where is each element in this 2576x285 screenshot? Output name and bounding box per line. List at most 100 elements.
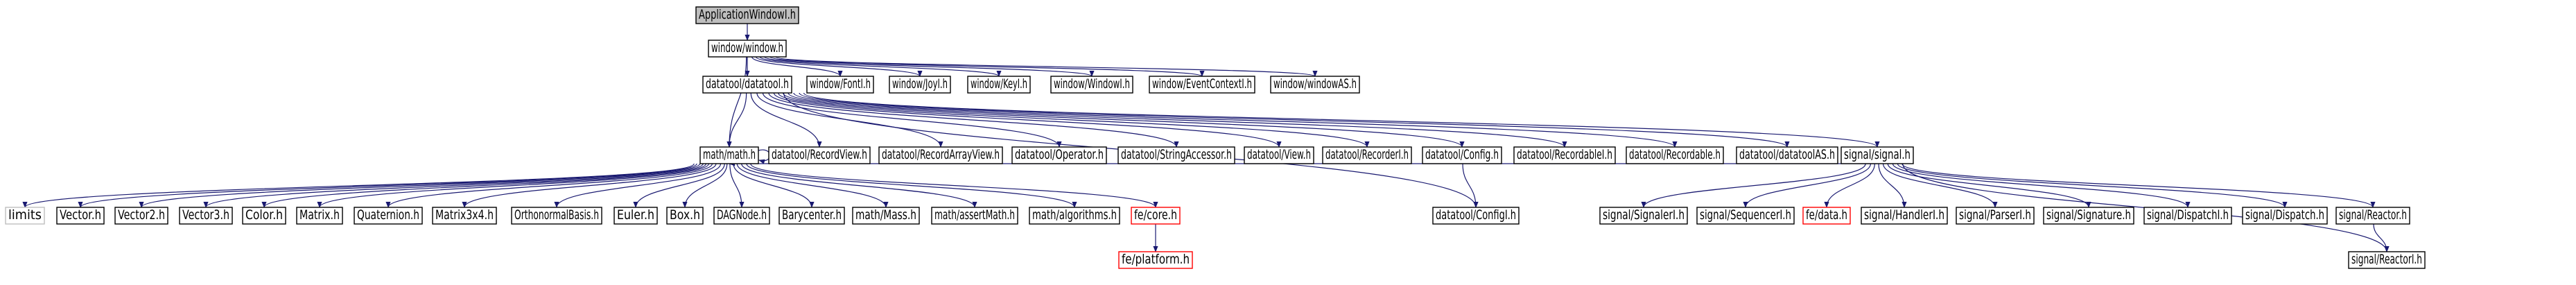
node-windowAS[interactable]: window/windowAS.h: [1270, 76, 1360, 94]
edge-math-to-matrix: [317, 163, 710, 208]
node-label-evctx: window/EventContextI.h: [1152, 76, 1252, 92]
node-matrix[interactable]: Matrix.h: [296, 207, 343, 225]
node-box-math: [699, 146, 759, 164]
node-recorderI[interactable]: datatool/RecorderI.h: [1322, 146, 1412, 164]
node-label-matrix: Matrix.h: [299, 207, 340, 223]
edge-datatool-to-view: [773, 92, 1282, 148]
edge-datatool-to-signal: [803, 92, 1880, 148]
node-box-recordable: [1626, 146, 1724, 164]
edge-math-to-quat: [385, 163, 713, 208]
node-label-signal: signal/signal.h: [1844, 147, 1911, 162]
edge-math-to-math: [758, 149, 771, 164]
node-label-vector2: Vector2.h: [118, 207, 165, 223]
node-label-view: datatool/View.h: [1247, 147, 1311, 162]
node-vector3[interactable]: Vector3.h: [179, 207, 233, 225]
node-dag[interactable]: DAGNode.h: [713, 207, 770, 225]
node-reactor[interactable]: signal/Reactor.h: [2335, 207, 2410, 225]
edge-window-to-joyI: [755, 56, 923, 77]
node-mass[interactable]: math/Mass.h: [852, 207, 920, 225]
node-dispatch[interactable]: signal/Dispatch.h: [2242, 207, 2328, 225]
node-operator[interactable]: datatool/Operator.h: [1011, 146, 1107, 164]
node-math[interactable]: math/math.h: [699, 146, 759, 164]
node-box-stracc: [1117, 146, 1235, 164]
node-stracc[interactable]: datatool/StringAccessor.h: [1117, 146, 1235, 164]
node-matrix3x4[interactable]: Matrix3x4.h: [432, 207, 497, 225]
node-box-assertmath: [931, 207, 1018, 225]
node-box[interactable]: Box.h: [666, 207, 704, 225]
node-recordable[interactable]: datatool/Recordable.h: [1626, 146, 1724, 164]
node-keyI[interactable]: window/KeyI.h: [967, 76, 1031, 94]
node-color[interactable]: Color.h: [242, 207, 286, 225]
node-dispatchI[interactable]: signal/DispatchI.h: [2143, 207, 2232, 225]
edges-layer: [22, 23, 2390, 252]
node-recordableI[interactable]: datatool/RecordableI.h: [1513, 146, 1616, 164]
node-label-matrix3x4: Matrix3x4.h: [435, 207, 494, 223]
node-handlerI[interactable]: signal/HandlerI.h: [1861, 207, 1948, 225]
node-reactorI[interactable]: signal/ReactorI.h: [2348, 251, 2426, 269]
node-label-vector3: Vector3.h: [182, 207, 229, 223]
node-configI[interactable]: datatool/ConfigI.h: [1432, 207, 1520, 225]
node-datatool[interactable]: datatool/datatool.h: [702, 76, 792, 94]
edge-signal-to-dispatch: [1897, 163, 2288, 208]
node-fontI[interactable]: window/FontI.h: [806, 76, 874, 94]
edge-datatool-to-recordableI: [787, 92, 1567, 148]
node-bary[interactable]: Barycenter.h: [778, 207, 845, 225]
node-signal[interactable]: signal/signal.h: [1840, 146, 1914, 164]
node-sequencerI[interactable]: signal/SequencerI.h: [1696, 207, 1795, 225]
node-box-algos: [1029, 207, 1120, 225]
node-config[interactable]: datatool/Config.h: [1422, 146, 1502, 164]
node-datatoolAS[interactable]: datatool/datatoolAS.h: [1736, 146, 1838, 164]
node-label-handlerI: signal/HandlerI.h: [1864, 207, 1944, 223]
node-signalerI[interactable]: signal/SignalerI.h: [1599, 207, 1688, 225]
edge-math-to-vector3: [203, 163, 704, 208]
edge-signal-to-sequencerI: [1743, 163, 1872, 208]
node-box-dag: [713, 207, 770, 225]
node-label-vector: Vector.h: [60, 207, 101, 223]
edge-math-to-assertmath: [741, 163, 977, 208]
node-label-signature: signal/Signature.h: [2046, 207, 2131, 223]
node-orthob[interactable]: OrthonormalBasis.h: [511, 207, 602, 225]
node-window[interactable]: window/window.h: [708, 40, 787, 58]
edge-math-to-matrix3x4: [462, 163, 717, 208]
node-label-recorderI: datatool/RecorderI.h: [1325, 147, 1409, 162]
node-box-fedata: [1802, 207, 1851, 225]
node-label-parserI: signal/ParserI.h: [1959, 207, 2031, 223]
node-windowI[interactable]: window/WindowI.h: [1050, 76, 1133, 94]
node-feplatform[interactable]: fe/platform.h: [1118, 251, 1193, 269]
node-label-datatool: datatool/datatool.h: [706, 76, 789, 92]
node-label-recview: datatool/RecordView.h: [772, 147, 867, 162]
node-evctx[interactable]: window/EventContextI.h: [1149, 76, 1255, 94]
node-recview[interactable]: datatool/RecordView.h: [768, 146, 871, 164]
node-euler[interactable]: Euler.h: [613, 207, 658, 225]
node-box-dispatchI: [2143, 207, 2232, 225]
node-box-matrix: [296, 207, 343, 225]
node-algos[interactable]: math/algorithms.h: [1029, 207, 1120, 225]
node-view[interactable]: datatool/View.h: [1244, 146, 1314, 164]
node-fecore[interactable]: fe/core.h: [1131, 207, 1181, 225]
node-vector[interactable]: Vector.h: [56, 207, 105, 225]
node-recarrview[interactable]: datatool/RecordArrayView.h: [878, 146, 1003, 164]
node-box-quat: [354, 207, 423, 225]
node-box-fecore: [1131, 207, 1181, 225]
node-vector2[interactable]: Vector2.h: [114, 207, 168, 225]
node-box-windowI: [1050, 76, 1133, 94]
node-box-feplatform: [1118, 251, 1193, 269]
edge-signal-to-fedata: [1824, 163, 1875, 208]
node-box-datatool: [702, 76, 792, 94]
node-label-color: Color.h: [245, 207, 283, 223]
node-parserI[interactable]: signal/ParserI.h: [1956, 207, 2035, 225]
node-joyI[interactable]: window/JoyI.h: [889, 76, 951, 94]
node-box-orthob: [511, 207, 602, 225]
node-label-signalerI: signal/SignalerI.h: [1603, 207, 1685, 223]
edge-signal-to-handlerI: [1878, 163, 1907, 208]
node-box-signal: [1840, 146, 1914, 164]
node-signature[interactable]: signal/Signature.h: [2043, 207, 2134, 225]
node-label-fecore: fe/core.h: [1134, 207, 1177, 223]
node-fedata[interactable]: fe/data.h: [1802, 207, 1851, 225]
node-label-recordable: datatool/Recordable.h: [1629, 147, 1721, 162]
node-assertmath[interactable]: math/assertMath.h: [931, 207, 1018, 225]
edge-math-to-vector2: [139, 163, 701, 208]
edge-math-to-bary: [733, 163, 815, 208]
edge-math-to-limits: [22, 163, 695, 208]
node-quat[interactable]: Quaternion.h: [354, 207, 423, 225]
